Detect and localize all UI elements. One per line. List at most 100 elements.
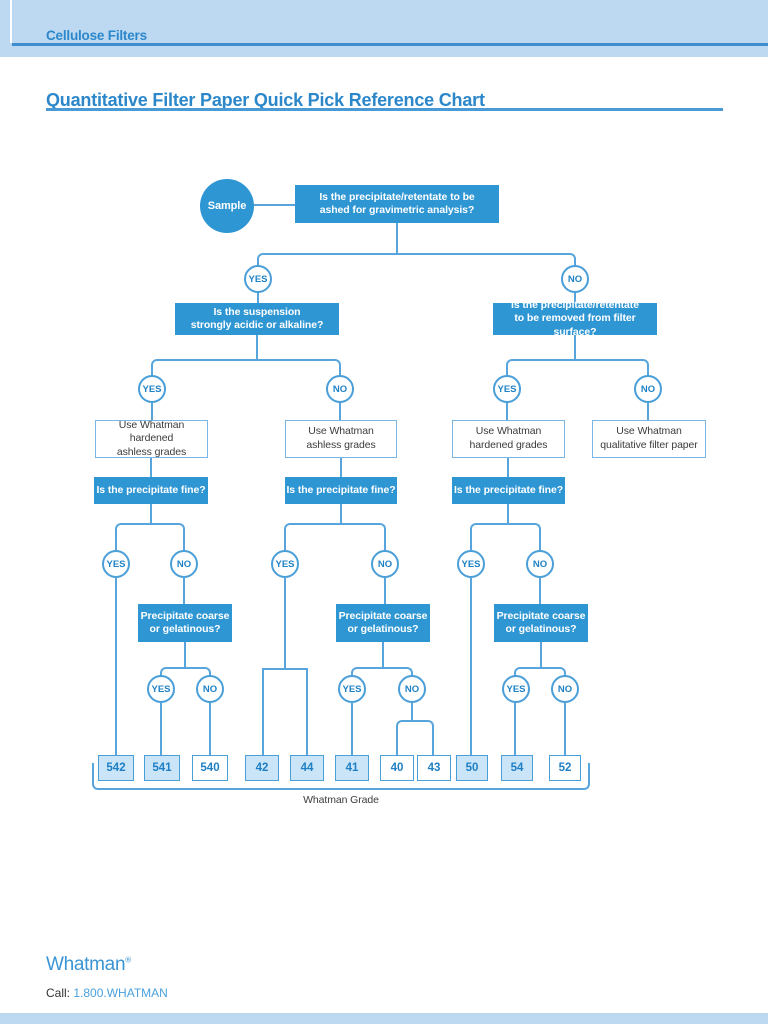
- branch-coarse3-no: NO: [551, 675, 579, 703]
- branch-coarse1-no: NO: [196, 675, 224, 703]
- connector: [160, 667, 211, 676]
- connector: [539, 578, 541, 604]
- header-margin-tick: [10, 0, 12, 43]
- connector: [564, 703, 566, 755]
- connector: [506, 359, 649, 376]
- connector: [340, 458, 342, 477]
- connector: [540, 642, 542, 667]
- branch-fine3-no: NO: [526, 550, 554, 578]
- grade-bracket: [92, 763, 590, 790]
- question-coarse-1: Precipitate coarse or gelatinous?: [138, 604, 232, 642]
- grade-41: 41: [335, 755, 369, 781]
- connector: [507, 458, 509, 477]
- question-acidic: Is the suspension strongly acidic or alk…: [175, 303, 339, 335]
- branch-acidic-no: NO: [326, 375, 354, 403]
- grade-40: 40: [380, 755, 414, 781]
- branch-coarse2-no: NO: [398, 675, 426, 703]
- recommendation-hardened-ashless: Use Whatman hardened ashless grades: [95, 419, 208, 458]
- grade-541: 541: [144, 755, 180, 781]
- grade-52: 52: [549, 755, 581, 781]
- connector: [514, 703, 516, 755]
- connector: [151, 359, 341, 376]
- branch-fine3-yes: YES: [457, 550, 485, 578]
- grade-542: 542: [98, 755, 134, 781]
- grade-50: 50: [456, 755, 488, 781]
- connector: [284, 578, 286, 668]
- connector: [507, 504, 509, 523]
- connector: [411, 703, 413, 720]
- recommendation-qualitative: Use Whatman qualitative filter paper: [592, 420, 706, 458]
- connector: [470, 578, 472, 755]
- connector: [470, 523, 541, 551]
- connector: [254, 204, 295, 206]
- connector: [115, 523, 185, 551]
- question-removed: Is the precipitate/retentate to be remov…: [493, 299, 657, 338]
- question-fine-2: Is the precipitate fine?: [285, 477, 397, 504]
- branch-fine2-yes: YES: [271, 550, 299, 578]
- connector: [150, 458, 152, 477]
- question-ashed: Is the precipitate/retentate to be ashed…: [295, 185, 499, 223]
- connector: [514, 667, 566, 676]
- question-coarse-2: Precipitate coarse or gelatinous?: [336, 604, 430, 642]
- branch-fine1-yes: YES: [102, 550, 130, 578]
- section-label: Cellulose Filters: [46, 28, 147, 43]
- connector: [339, 402, 341, 420]
- connector: [150, 504, 152, 523]
- branch-ashed-yes: YES: [244, 265, 272, 293]
- grade-540: 540: [192, 755, 228, 781]
- grade-42: 42: [245, 755, 279, 781]
- branch-fine2-no: NO: [371, 550, 399, 578]
- whatman-logo: Whatman®: [46, 954, 131, 976]
- connector: [184, 642, 186, 667]
- grade-54: 54: [501, 755, 533, 781]
- branch-ashed-no: NO: [561, 265, 589, 293]
- question-fine-3: Is the precipitate fine?: [452, 477, 565, 504]
- branch-removed-no: NO: [634, 375, 662, 403]
- connector: [382, 642, 384, 667]
- connector: [351, 667, 413, 676]
- branch-coarse2-yes: YES: [338, 675, 366, 703]
- connector: [160, 703, 162, 755]
- connector: [209, 703, 211, 755]
- connector: [284, 523, 386, 551]
- title-underline: [46, 108, 723, 111]
- page-title: Quantitative Filter Paper Quick Pick Ref…: [46, 90, 485, 110]
- connector: [574, 292, 576, 303]
- branch-coarse1-yes: YES: [147, 675, 175, 703]
- call-label: Call:: [46, 986, 71, 1000]
- phone-link[interactable]: 1.800.WHATMAN: [73, 986, 168, 1000]
- connector: [340, 504, 342, 523]
- grade-bracket-label: Whatman Grade: [303, 794, 379, 806]
- call-line: Call: 1.800.WHATMAN: [46, 986, 168, 1000]
- recommendation-hardened: Use Whatman hardened grades: [452, 420, 565, 458]
- branch-fine1-no: NO: [170, 550, 198, 578]
- header-rule: [12, 43, 768, 46]
- connector: [506, 402, 508, 420]
- connector: [257, 292, 259, 303]
- recommendation-ashless: Use Whatman ashless grades: [285, 420, 397, 458]
- connector: [396, 720, 434, 755]
- registered-mark: ®: [125, 955, 131, 965]
- connector: [262, 668, 308, 755]
- connector: [257, 253, 576, 267]
- grade-43: 43: [417, 755, 451, 781]
- question-coarse-3: Precipitate coarse or gelatinous?: [494, 604, 588, 642]
- connector: [115, 578, 117, 755]
- connector: [396, 223, 398, 253]
- whatman-logo-text: Whatman: [46, 954, 126, 975]
- start-node-sample: Sample: [200, 179, 254, 233]
- connector: [183, 578, 185, 604]
- connector: [256, 335, 258, 359]
- branch-removed-yes: YES: [493, 375, 521, 403]
- connector: [151, 402, 153, 420]
- connector: [574, 335, 576, 359]
- connector: [351, 703, 353, 755]
- question-fine-1: Is the precipitate fine?: [94, 477, 208, 504]
- branch-coarse3-yes: YES: [502, 675, 530, 703]
- grade-44: 44: [290, 755, 324, 781]
- footer-band: [0, 1013, 768, 1024]
- connector: [647, 402, 649, 420]
- branch-acidic-yes: YES: [138, 375, 166, 403]
- header-band: [0, 0, 768, 57]
